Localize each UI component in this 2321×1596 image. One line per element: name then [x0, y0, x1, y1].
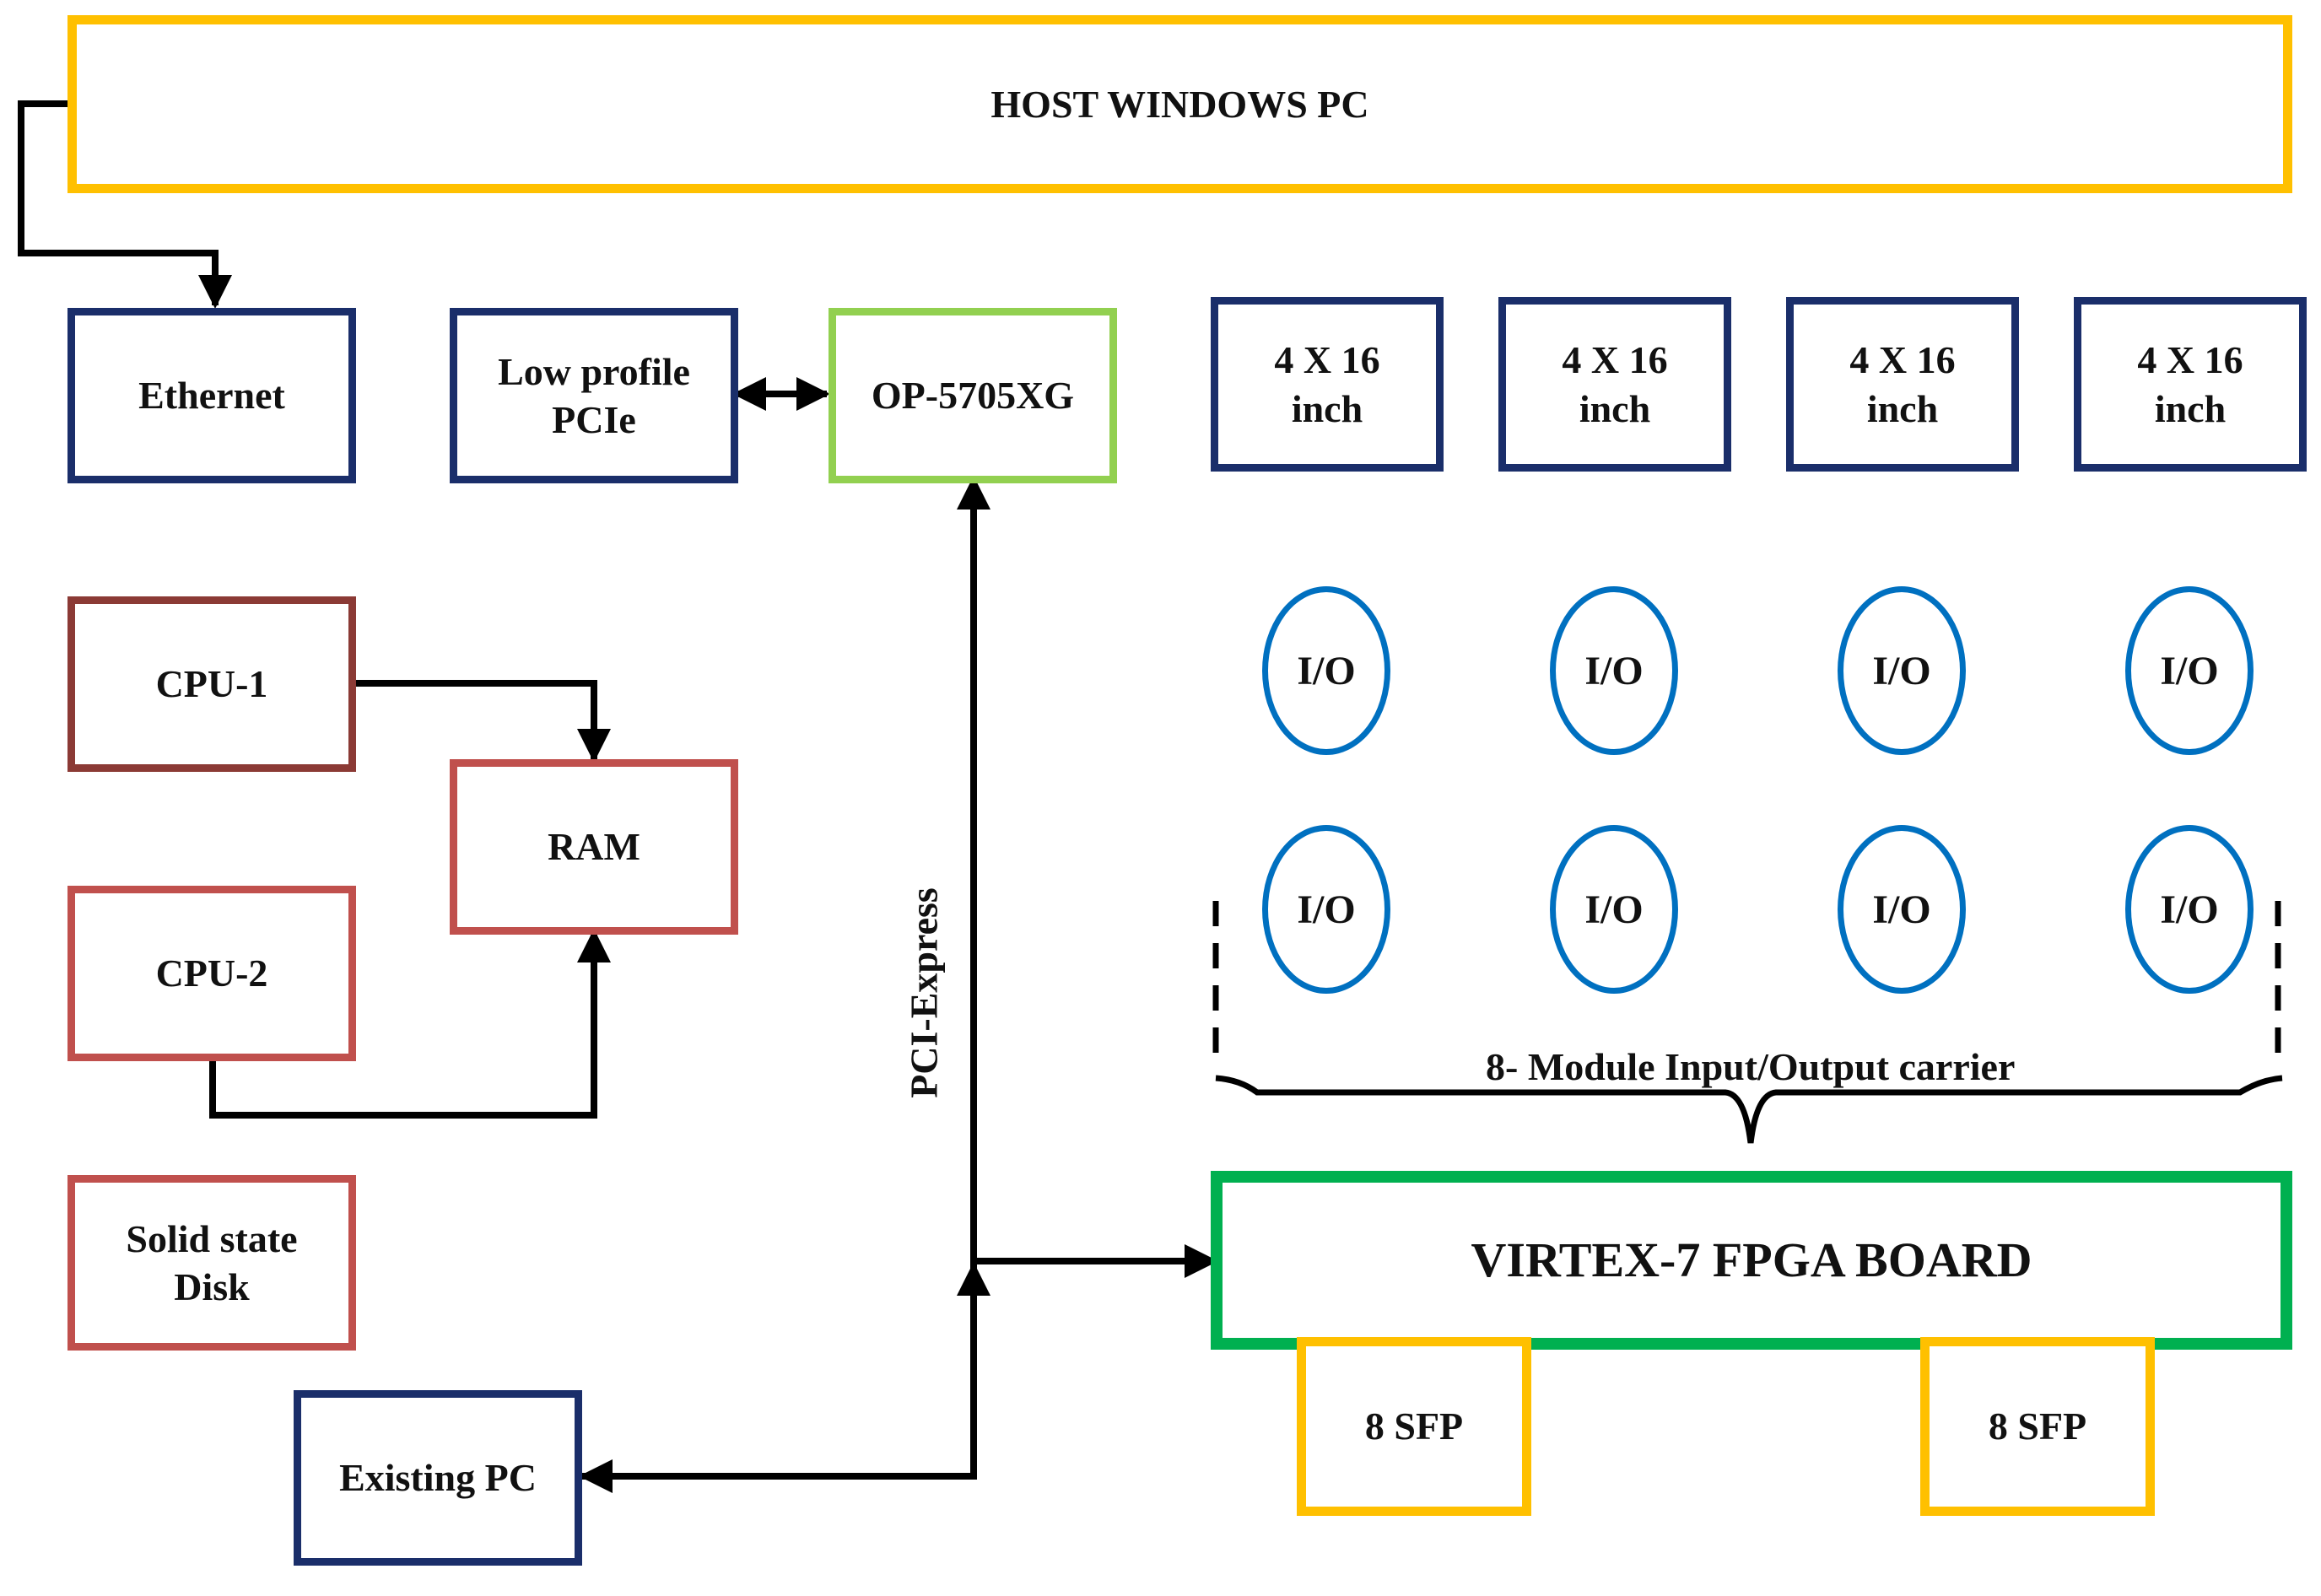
io-module: I/O: [1262, 586, 1390, 755]
sfp-label: 8 SFP: [1988, 1405, 2087, 1448]
carrier-brace: [1215, 1075, 2283, 1144]
host-to-ethernet-arrow: [18, 100, 232, 309]
io-module: I/O: [1838, 586, 1966, 755]
monitor-label-line2: inch: [1866, 386, 1939, 430]
solid-state-disk-label-line2: Disk: [174, 1265, 250, 1308]
monitor-box: 4 X 16 inch: [2074, 297, 2307, 472]
io-module: I/O: [2125, 825, 2254, 994]
sfp-box: 8 SFP: [1920, 1337, 2155, 1516]
virtex-7-fpga-board-box: VIRTEX-7 FPGA BOARD: [1211, 1171, 2292, 1350]
monitor-box: 4 X 16 inch: [1211, 297, 1444, 472]
monitor-label-line2: inch: [2154, 386, 2227, 430]
host-windows-pc-label: HOST WINDOWS PC: [990, 82, 1369, 126]
monitor-label-line1: 4 X 16: [2137, 338, 2243, 381]
low-profile-pcie-label-line1: Low profile: [498, 349, 690, 393]
monitor-label-line1: 4 X 16: [1274, 338, 1380, 381]
cpu1-to-ram-arrow: [346, 680, 611, 763]
solid-state-disk-label-line1: Solid state: [126, 1216, 298, 1260]
ethernet-label: Ethernet: [138, 374, 285, 418]
ram-box: RAM: [450, 759, 738, 935]
low-profile-pcie-box: Low profile PCIe: [450, 308, 738, 483]
cpu-1-box: CPU-1: [67, 596, 356, 772]
monitor-label-line2: inch: [1291, 386, 1363, 430]
monitor-box: 4 X 16 inch: [1786, 297, 2019, 472]
io-module: I/O: [1262, 825, 1390, 994]
monitor-box: 4 X 16 inch: [1498, 297, 1731, 472]
virtex-7-fpga-board-label: VIRTEX-7 FPGA BOARD: [1471, 1232, 2032, 1287]
cpu-1-label: CPU-1: [155, 662, 268, 706]
monitor-label-line1: 4 X 16: [1562, 338, 1668, 381]
existing-pc-to-bus-arrow: [579, 1261, 977, 1493]
ram-label: RAM: [548, 825, 640, 869]
existing-pc-label: Existing PC: [339, 1456, 537, 1500]
monitor-label-line2: inch: [1579, 386, 1651, 430]
cpu-2-box: CPU-2: [67, 886, 356, 1061]
io-carrier-label: 8- Module Input/Output carrier: [1486, 1045, 2016, 1088]
io-module: I/O: [1550, 586, 1678, 755]
io-module: I/O: [1838, 825, 1966, 994]
sfp-label: 8 SFP: [1364, 1405, 1464, 1448]
op-5705xg-box: OP-5705XG: [829, 308, 1117, 483]
io-module: I/O: [1550, 825, 1678, 994]
solid-state-disk-box: Solid state Disk: [67, 1175, 356, 1351]
host-windows-pc-box: HOST WINDOWS PC: [67, 15, 2292, 193]
cpu2-to-ram-arrow: [209, 929, 611, 1119]
sfp-box: 8 SFP: [1297, 1337, 1531, 1516]
ethernet-box: Ethernet: [67, 308, 356, 483]
low-profile-pcie-label-line2: PCIe: [552, 398, 636, 441]
cpu-2-label: CPU-2: [155, 952, 268, 995]
op-5705xg-label: OP-5705XG: [871, 374, 1075, 418]
monitor-label-line1: 4 X 16: [1849, 338, 1956, 381]
io-module: I/O: [2125, 586, 2254, 755]
existing-pc-box: Existing PC: [294, 1390, 582, 1566]
